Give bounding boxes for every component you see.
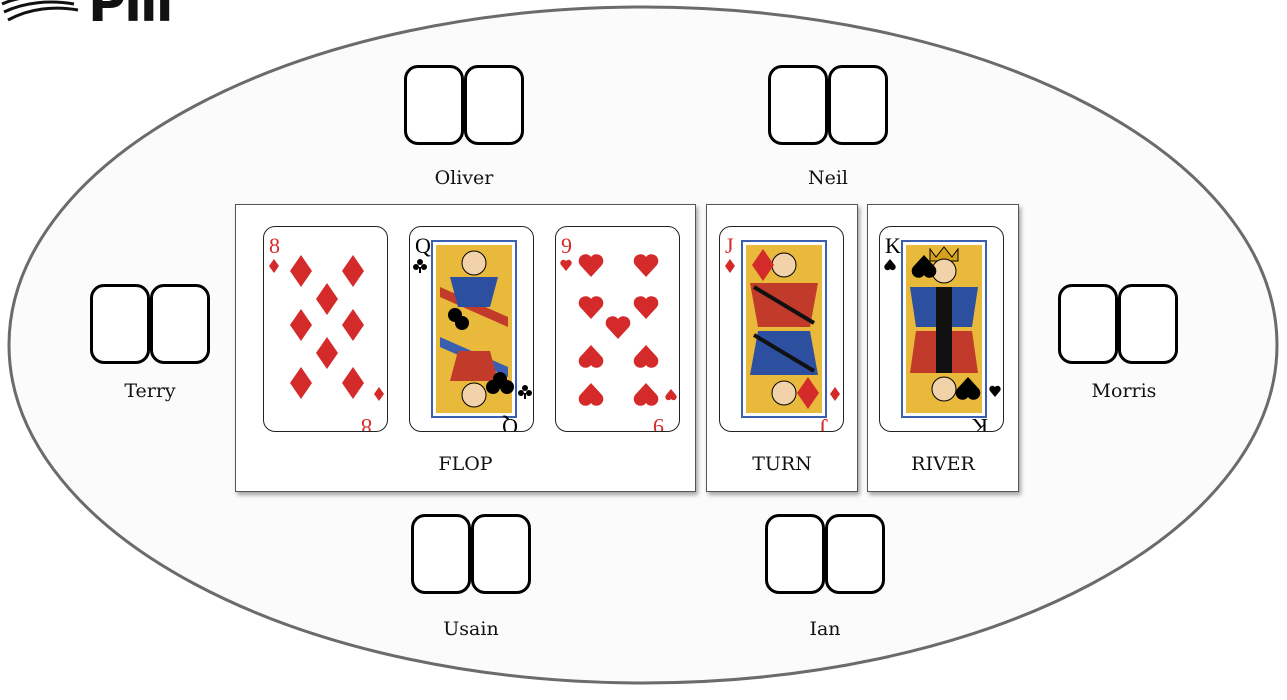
player-hand-oliver[interactable] [404,65,528,145]
player-name-morris: Morris [1054,380,1194,402]
svg-text:Q: Q [502,414,518,432]
river-card[interactable]: K K [879,226,1004,432]
card-rank: Q [415,233,431,258]
hole-card[interactable] [150,284,210,364]
player-name-neil: Neil [758,167,898,189]
flop-card-2[interactable]: Q Q [409,226,534,432]
logo-year: 2018 [256,0,302,1]
river-label: RIVER [868,453,1018,475]
hole-card[interactable] [1118,284,1178,364]
player-hand-morris[interactable] [1058,284,1182,364]
hole-card[interactable] [765,514,825,594]
flop-card-3[interactable]: 9 9 [555,226,680,432]
card-rank: 9 [561,233,572,258]
king-of-spades-card: K K [880,227,1004,432]
card-rank: 8 [269,233,280,258]
jack-of-diamonds-card: J J [720,227,844,432]
player-name-ian: Ian [755,618,895,640]
flop-label: FLOP [236,453,695,475]
player-name-terry: Terry [80,380,220,402]
hole-card[interactable] [471,514,531,594]
player-name-usain: Usain [401,618,541,640]
player-hand-ian[interactable] [765,514,889,594]
svg-text:K: K [972,414,988,432]
svg-text:J: J [819,414,828,432]
flop-card-1[interactable]: 8 8 [263,226,388,432]
logo-text: Pill [88,0,172,34]
hole-card[interactable] [768,65,828,145]
hole-card[interactable] [464,65,524,145]
turn-area: TURN J J [706,204,858,492]
river-area: RIVER K K [867,204,1019,492]
player-hand-terry[interactable] [90,284,214,364]
nine-of-hearts-card: 9 9 [556,227,680,432]
card-rank: K [885,233,901,258]
eight-of-diamonds-card: 8 8 [264,227,388,432]
svg-text:9: 9 [653,414,664,432]
queen-of-clubs-card: Q Q [410,227,534,432]
player-hand-neil[interactable] [768,65,892,145]
player-hand-usain[interactable] [411,514,535,594]
app-logo: Pill 2018 [0,0,330,26]
hole-card[interactable] [90,284,150,364]
turn-label: TURN [707,453,857,475]
hole-card[interactable] [825,514,885,594]
card-rank: J [725,233,734,258]
player-name-oliver: Oliver [394,167,534,189]
logo-swoosh-icon [0,0,90,24]
svg-text:8: 8 [361,414,372,432]
hole-card[interactable] [411,514,471,594]
hole-card[interactable] [828,65,888,145]
hole-card[interactable] [404,65,464,145]
turn-card[interactable]: J J [719,226,844,432]
flop-area: FLOP 8 8 Q [235,204,696,492]
hole-card[interactable] [1058,284,1118,364]
